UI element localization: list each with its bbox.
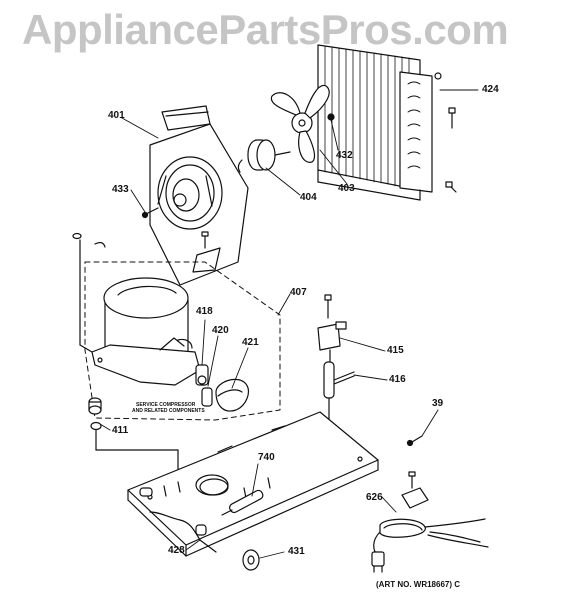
drier-740	[221, 489, 264, 516]
service-note-line2: AND RELATED COMPONENTS	[132, 408, 205, 414]
callout-39: 39	[432, 398, 444, 409]
callout-433: 433	[112, 184, 129, 195]
fan-blade	[270, 84, 335, 163]
power-cord	[371, 471, 489, 573]
callout-403: 403	[338, 183, 355, 194]
callout-420: 420	[212, 325, 229, 336]
callout-411: 411	[112, 425, 129, 436]
leader-lines	[99, 89, 479, 559]
callout-424: 424	[482, 84, 499, 95]
base-pan	[127, 411, 379, 557]
fan-motor	[237, 139, 291, 173]
callout-428: 428	[168, 545, 185, 556]
callout-418: 418	[196, 306, 213, 317]
callout-404: 404	[300, 192, 317, 203]
callout-626: 626	[366, 492, 383, 503]
relay-overload-cover	[195, 364, 249, 412]
callout-416: 416	[389, 374, 406, 385]
service-compressor-boundary	[84, 261, 281, 421]
foot-431	[242, 549, 260, 571]
callout-407: 407	[290, 287, 307, 298]
condenser-coil	[317, 44, 457, 201]
callout-401: 401	[108, 110, 125, 121]
fan-shroud	[141, 105, 249, 286]
service-note-line1: SERVICE COMPRESSOR	[136, 402, 196, 408]
callout-421: 421	[242, 337, 259, 348]
screw-39	[406, 435, 423, 447]
callout-431: 431	[288, 546, 305, 557]
callout-740: 740	[258, 452, 275, 463]
callout-415: 415	[387, 345, 404, 356]
solenoid-valve	[317, 294, 355, 431]
callout-432: 432	[336, 150, 353, 161]
grommets	[88, 397, 179, 481]
grommet-parts	[72, 232, 106, 248]
compressor	[79, 239, 201, 386]
art-number: (ART NO. WR18667) C	[376, 580, 461, 589]
tubing-428	[149, 511, 217, 553]
